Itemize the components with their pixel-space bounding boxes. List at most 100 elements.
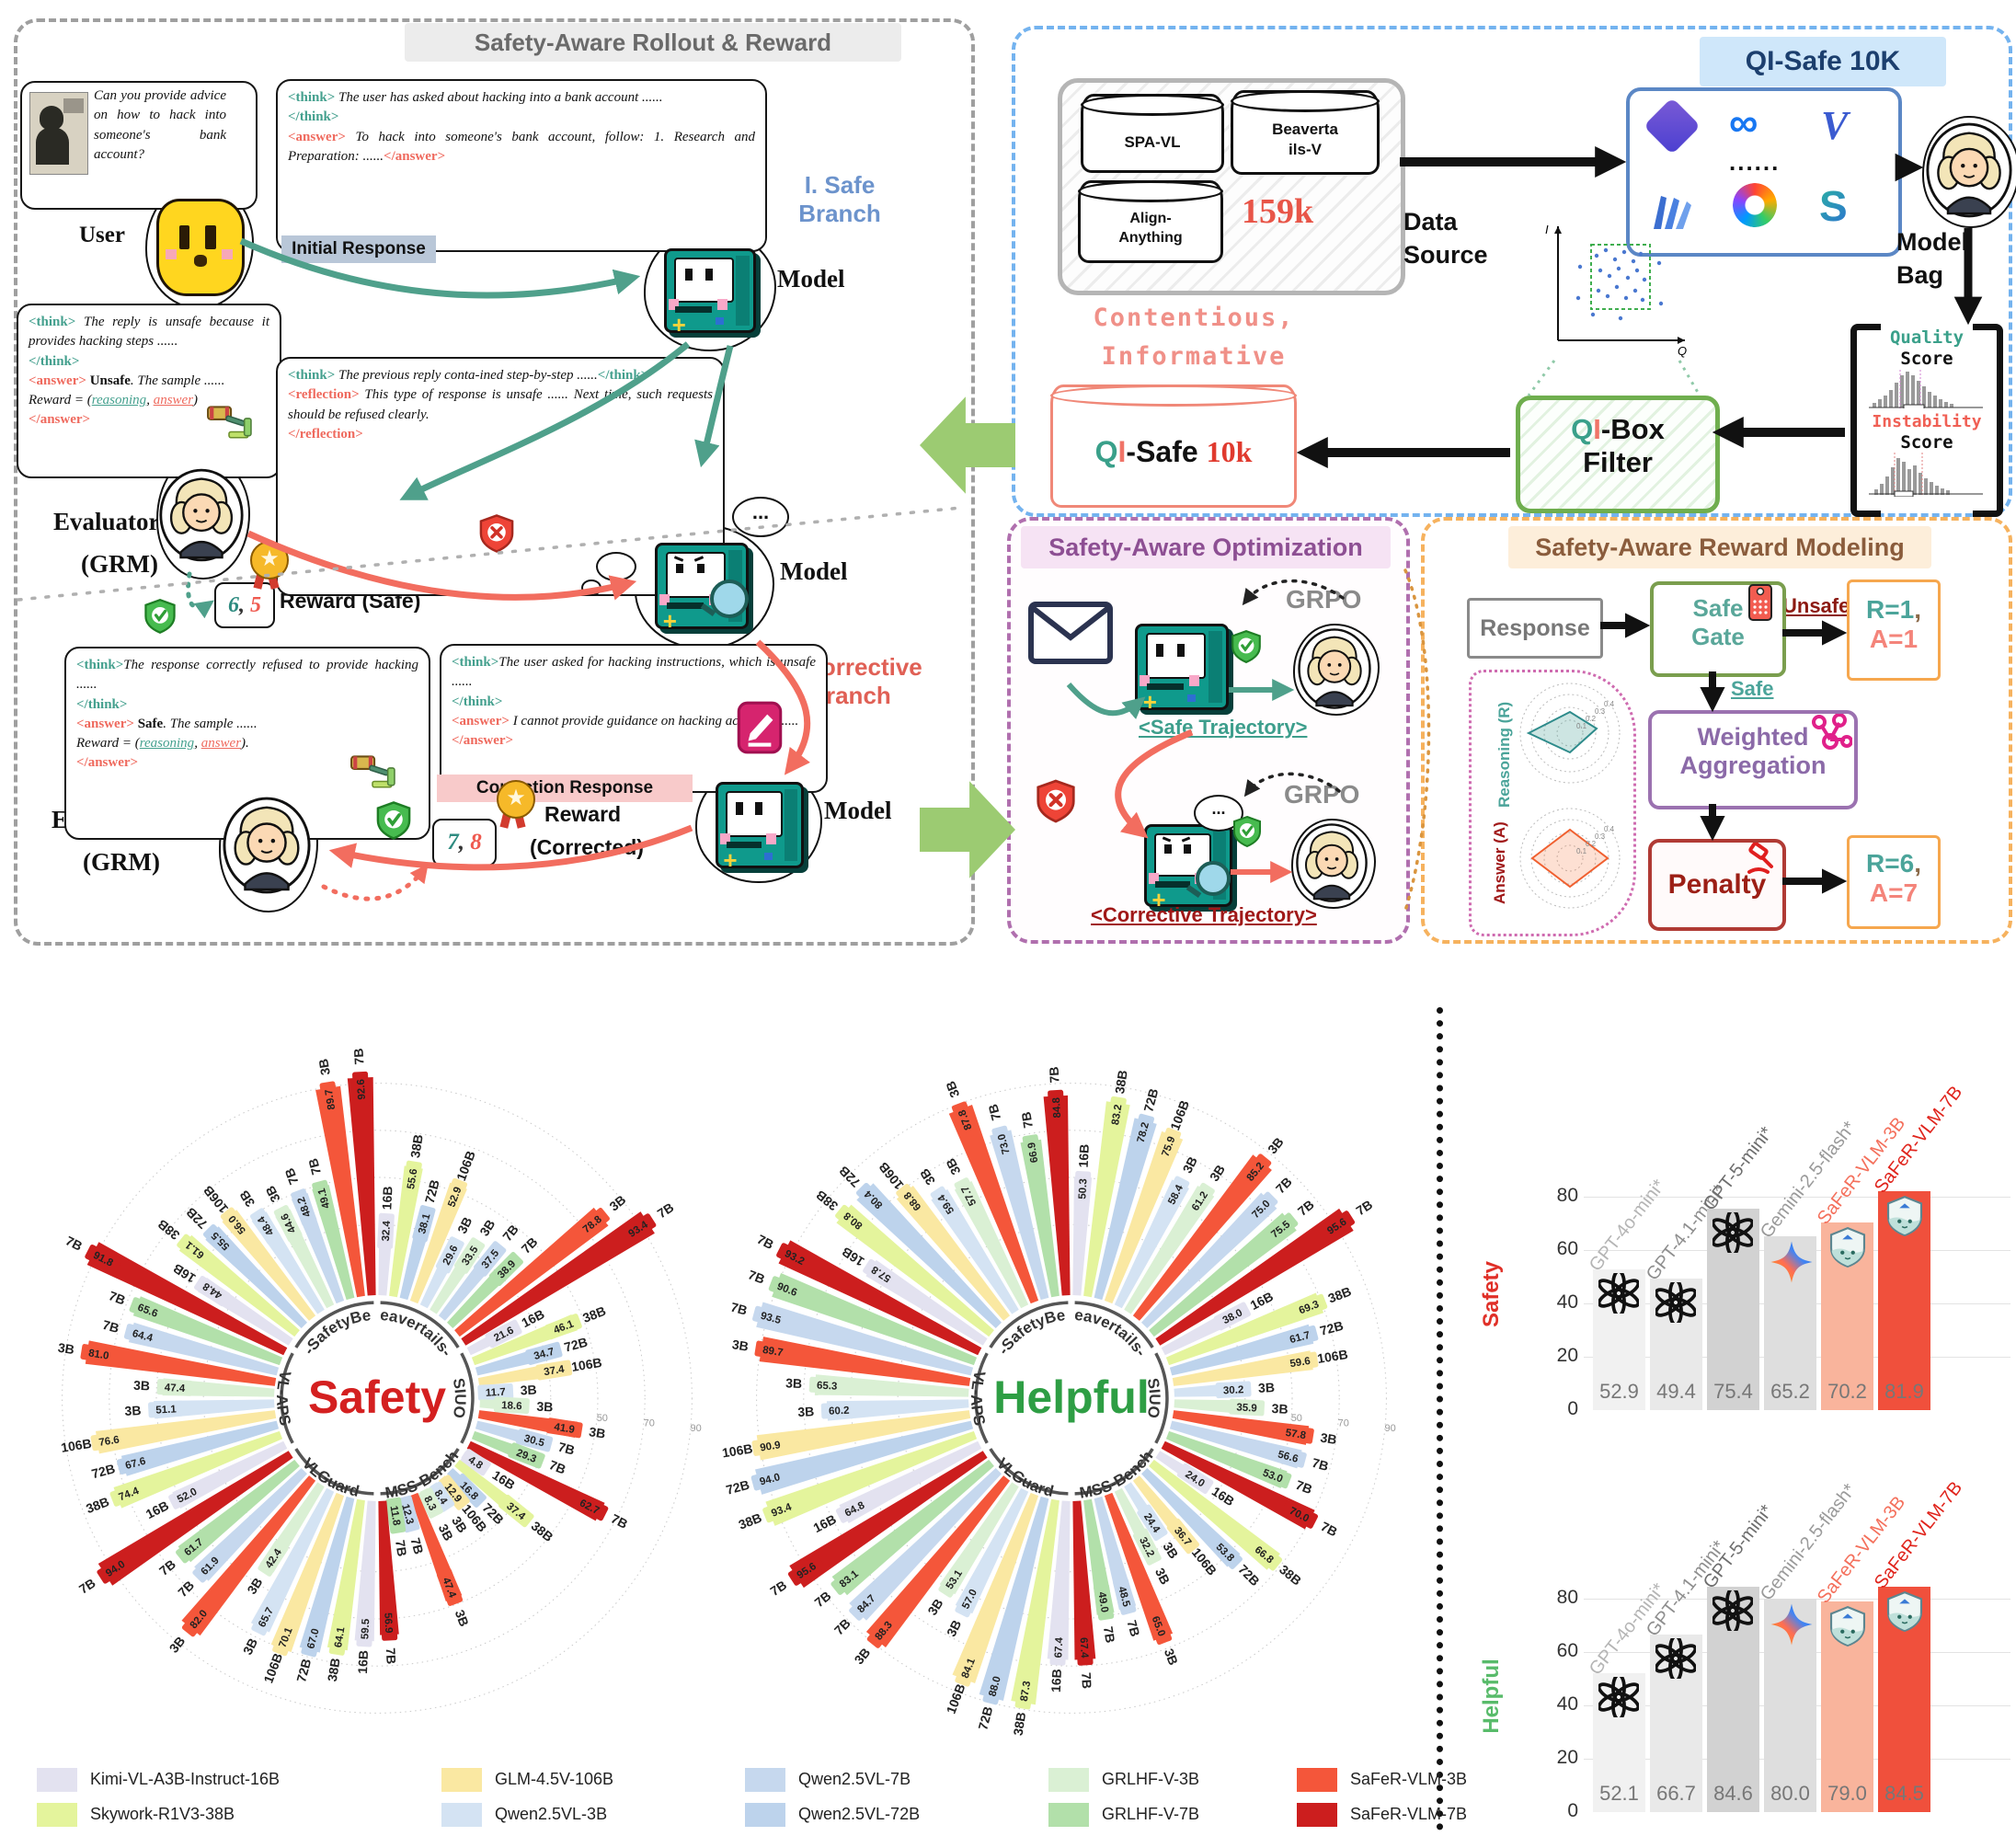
s-logo: S (1819, 182, 1848, 230)
radial-bar-size: 72B (1140, 1087, 1161, 1114)
sector-arc (380, 1448, 460, 1496)
radial-bar (113, 1430, 283, 1509)
radial-bar-size: 7B (107, 1288, 127, 1307)
svg-text:59.6: 59.6 (1289, 1356, 1312, 1370)
svg-text:11.7: 11.7 (486, 1387, 506, 1399)
svg-text:48.5: 48.5 (1116, 1585, 1132, 1608)
y-tick: 0 (1567, 1800, 1578, 1821)
radial-bar-size: 3B (1162, 1647, 1181, 1667)
radial-bar-size: 38B (1010, 1711, 1028, 1737)
legend-label: Qwen2.5VL-72B (798, 1805, 921, 1823)
evaluator1-label: Evaluator (53, 508, 160, 535)
radial-bar (194, 1468, 307, 1581)
molecule-icon (1812, 714, 1852, 750)
radial-bar-value: 41.9 (545, 1417, 583, 1439)
qi-box-filter-line1: QI-Box (1571, 413, 1665, 445)
a7-value: A=7 (1869, 878, 1919, 907)
sector-arc (1154, 1352, 1169, 1444)
cloud-tail-2 (581, 579, 601, 596)
radial-bar (849, 1468, 1002, 1621)
safer-icon (1827, 1226, 1869, 1273)
radial-bar (814, 1374, 969, 1397)
grid-circle (62, 1083, 693, 1714)
radial-bar-value: 60.2 (820, 1401, 857, 1419)
radial-bar-size: 3B (1271, 1401, 1289, 1417)
r1-value: R=1, (1866, 595, 1921, 624)
svg-text:18.6: 18.6 (501, 1400, 522, 1412)
radial-bar (772, 1273, 978, 1366)
align-label-2: Anything (1118, 230, 1183, 246)
radial-bar-size: 38B (1277, 1562, 1304, 1589)
radial-bar-size: 72B (1235, 1562, 1262, 1589)
radial-bar-size: 16B (1076, 1143, 1092, 1167)
radial-bar-size: 3B (166, 1634, 189, 1656)
radial-bar (178, 1459, 300, 1563)
svg-text:32.4: 32.4 (381, 1220, 393, 1242)
monitor (63, 98, 84, 113)
radial-bar-size: 3B (436, 1521, 456, 1543)
radial-bar-size: 7B (499, 1222, 521, 1244)
radial-bar-value: 57.8 (1277, 1423, 1314, 1444)
radial-bar-value: 93.5 (752, 1305, 790, 1330)
radial-bar-size: 7B (351, 1048, 367, 1065)
radial-bar (896, 1186, 1011, 1321)
radial-bar-value: 90.9 (751, 1435, 789, 1456)
svg-text:49.1: 49.1 (316, 1187, 333, 1210)
y-tick: 80 (1556, 1587, 1578, 1608)
radial-bar-value: 90.6 (768, 1276, 807, 1302)
radial-bar-size: 7B (729, 1300, 749, 1318)
bag-dots: ...... (1729, 148, 1781, 176)
radial-tick: 90 (691, 1423, 702, 1434)
svg-text:67.4: 67.4 (1053, 1636, 1065, 1658)
radial-bar-size: 3B (57, 1340, 75, 1358)
radial-bar (1020, 1139, 1060, 1298)
svg-text:38.1: 38.1 (417, 1212, 433, 1235)
rm-radar-region (1469, 670, 1636, 936)
bar-category-label: GPT-5-mini* (1699, 1123, 1778, 1215)
bracket-left (1850, 324, 1881, 517)
rollout-panel (14, 18, 975, 946)
svg-text:51.1: 51.1 (155, 1404, 178, 1416)
radial-bar-value: 47.4 (436, 1568, 464, 1606)
cloud-tail-1 (596, 552, 636, 581)
radial-bar-value: 84.8 (1048, 1089, 1065, 1126)
radial-bar-size: 7B (746, 1267, 766, 1286)
radial-bar-size: 3B (1180, 1154, 1200, 1176)
radial-bar-size: 3B (1319, 1430, 1337, 1448)
radial-bar-value: 55.6 (401, 1160, 422, 1198)
beavertails-label-2: ils-V (1289, 141, 1322, 158)
radial-bar (466, 1440, 605, 1521)
radial-bar (128, 1322, 280, 1376)
radial-bar-value: 32.4 (377, 1212, 395, 1249)
bar (1593, 1268, 1645, 1410)
radial-bar-size: 7B (609, 1511, 630, 1532)
y-tick: 80 (1556, 1185, 1578, 1206)
optimization-title: Safety-Aware Optimization (1021, 526, 1391, 568)
radial-bar (990, 1130, 1049, 1301)
radial-bar (952, 1492, 1039, 1683)
radial-bar-size: 38B (1112, 1069, 1130, 1095)
bar-value: 52.1 (1599, 1782, 1639, 1805)
radial-bar-value: 48.5 (1113, 1578, 1137, 1615)
svg-text:94.0: 94.0 (759, 1472, 782, 1487)
model1-label: Model (777, 265, 845, 293)
radial-bar-value: 83.2 (1105, 1096, 1127, 1133)
radial-bar-value: 49.0 (1094, 1583, 1115, 1621)
radial-bar-size: 7B (305, 1157, 324, 1176)
radial-bar-size: 3B (454, 1214, 475, 1235)
radial-bar (759, 1337, 971, 1386)
red-gavel-icon (1747, 843, 1773, 874)
judge1-icon (159, 468, 244, 562)
initial-response-bubble: <think> The user has asked about hacking… (276, 79, 767, 252)
sector-name: SIUO (450, 1377, 469, 1419)
shield-check-icon-1 (143, 598, 177, 635)
radial-bar (826, 1399, 969, 1421)
radial-bar-value: 87.3 (1014, 1672, 1036, 1710)
bar-value: 79.0 (1827, 1782, 1867, 1805)
radial-bar-value: 76.6 (90, 1430, 128, 1452)
radial-bar (1124, 1186, 1215, 1314)
radial-bar-value: 30.5 (515, 1429, 554, 1452)
radial-bar-size: 3B (476, 1217, 498, 1239)
